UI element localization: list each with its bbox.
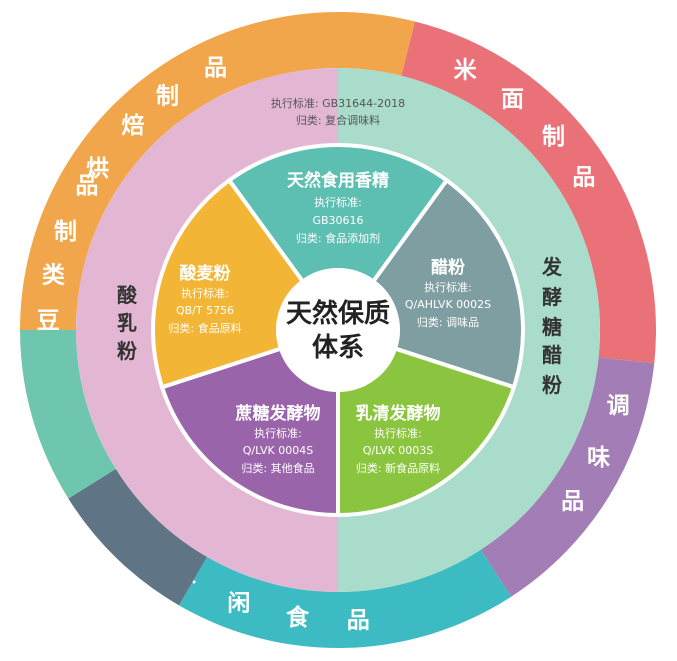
middle-right-label-char-0: 发 <box>541 255 563 279</box>
inner-flavor-title: 天然食用香精 <box>287 170 389 191</box>
inner-whey-standard-label: 执行标准: <box>374 426 422 440</box>
outer-ring: 烘焙制品米面制品调味品休闲食品肉类制品豆类制品 <box>20 12 656 648</box>
middle-left-label-char-2: 粉 <box>117 339 137 363</box>
outer-label-bean-char-1: 类 <box>42 263 65 289</box>
inner-vinegar-category: 归类: 调味品 <box>417 315 479 329</box>
outer-segment-bean <box>20 330 116 499</box>
inner-vinegar-title: 醋粉 <box>431 257 465 278</box>
inner-sour-standard-label: 执行标准: <box>181 286 229 300</box>
outer-segment-snack <box>179 549 512 648</box>
outer-label-snack-char-3: 品 <box>347 607 370 633</box>
inner-whey-title: 乳清发酵物 <box>356 403 441 424</box>
outer-label-noodle-char-2: 制 <box>542 124 565 150</box>
outer-label-snack-char-1: 闲 <box>227 591 250 617</box>
outer-label-bean-char-2: 制 <box>54 219 77 245</box>
center-hub: 天然保质 体系 <box>278 270 398 390</box>
middle-right-label-char-4: 粉 <box>542 373 562 397</box>
outer-label-bean-char-3: 品 <box>75 173 98 199</box>
inner-sour-category: 归类: 食品原料 <box>168 321 241 335</box>
inner-sour-standard-code: QB/T 5756 <box>176 304 234 317</box>
inner-sucrose-title: 蔗糖发酵物 <box>235 403 321 424</box>
middle-right-label-char-1: 酵 <box>542 285 562 309</box>
middle-segment-right <box>338 68 600 592</box>
inner-sucrose-standard-code: Q/LVK 0004S <box>243 444 314 457</box>
middle-right-label-char-3: 醋 <box>542 343 562 367</box>
outer-label-season-char-2: 品 <box>561 488 584 514</box>
inner-flavor-standard-label: 执行标准: <box>314 195 362 209</box>
outer-label-noodle-char-0: 米 <box>454 57 478 83</box>
inner-flavor-category: 归类: 食品添加剂 <box>296 231 380 245</box>
outer-label-noodle-char-1: 面 <box>501 86 524 112</box>
middle-right-label-char-2: 糖 <box>542 315 562 339</box>
outer-label-baking-char-0: 烘 <box>86 156 109 182</box>
middle-segment-left <box>76 68 338 592</box>
inner-whey-standard-code: Q/LVK 0003S <box>363 444 434 457</box>
outer-label-baking-char-2: 制 <box>156 83 179 109</box>
center-circle <box>278 270 398 390</box>
inner-vinegar-standard-code: Q/AHLVK 0002S <box>405 298 491 311</box>
outer-segment-meat <box>68 468 207 606</box>
inner-vinegar-standard-label: 执行标准: <box>424 280 472 294</box>
outer-label-snack-char-2: 食 <box>286 604 310 631</box>
inner-whey-category: 归类: 新食品原料 <box>356 461 440 475</box>
middle-top-category: 归类: 复合调味料 <box>296 113 380 127</box>
inner-sour-title: 酸麦粉 <box>180 263 231 284</box>
middle-left-label-char-1: 乳 <box>117 311 137 335</box>
outer-label-bean-char-0: 豆 <box>37 308 60 334</box>
inner-sucrose-category: 归类: 其他食品 <box>241 461 314 475</box>
middle-top-standard: 执行标准: GB31644-2018 <box>271 96 405 110</box>
outer-label-noodle-char-3: 品 <box>572 164 595 190</box>
outer-segment-noodle <box>401 21 656 364</box>
outer-label-season-char-0: 调 <box>607 393 630 419</box>
center-title-line1: 天然保质 <box>286 298 390 329</box>
outer-label-baking-char-1: 焙 <box>121 112 144 139</box>
center-title-line2: 体系 <box>312 333 364 363</box>
inner-flavor-standard-code: GB30616 <box>312 214 363 227</box>
outer-label-baking-char-3: 品 <box>204 55 227 81</box>
middle-left-label-char-0: 酸 <box>117 283 138 307</box>
inner-sucrose-standard-label: 执行标准: <box>254 426 302 440</box>
outer-label-season-char-1: 味 <box>587 445 610 471</box>
outer-segment-season <box>480 357 655 597</box>
outer-segment-baking <box>20 12 415 330</box>
